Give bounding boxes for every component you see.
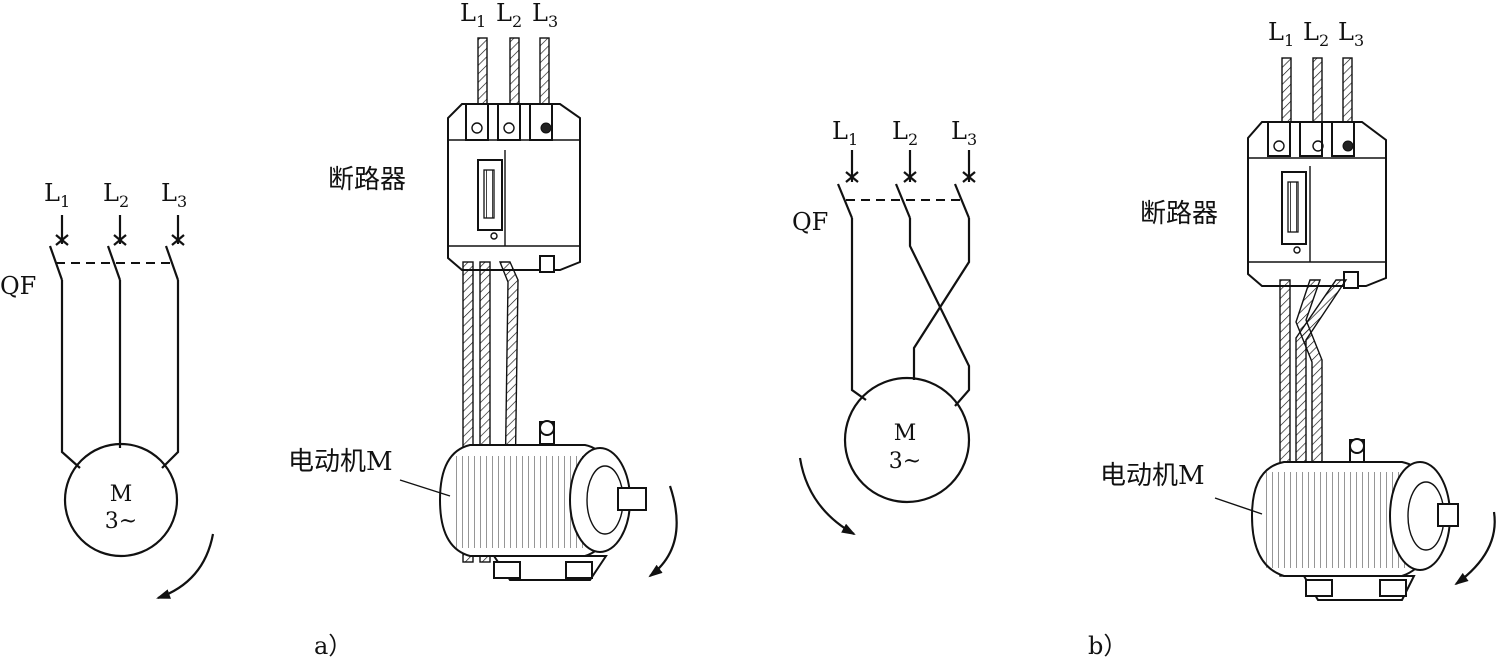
motor-label-b: M xyxy=(894,421,917,446)
drawing-b: L1 L2 L3 断路器 xyxy=(1100,18,1496,601)
label-l1-b: L1 xyxy=(832,117,858,149)
rotation-arrow-drawing-b xyxy=(1454,511,1496,586)
label-l2-b: L2 xyxy=(892,117,918,149)
fixed-contacts-a xyxy=(55,215,185,246)
breaker-blades-a xyxy=(48,245,180,281)
motor-symbol-a: M 3~ xyxy=(63,442,179,558)
drawing-a: L1 L2 L3 断路器 xyxy=(288,0,678,581)
label-l3-a: L3 xyxy=(161,179,187,211)
motor-leader-a xyxy=(399,479,451,497)
drawing-label-l2-a: L2 xyxy=(496,0,522,31)
motor-symbol-b: M 3~ xyxy=(843,376,971,504)
motor-sub-label-b: 3~ xyxy=(889,449,921,474)
qf-label-a: QF xyxy=(0,272,36,300)
motor-sub-label-a: 3~ xyxy=(105,509,137,534)
label-l3-b: L3 xyxy=(951,117,977,149)
motor-leader-b xyxy=(1214,497,1263,515)
breaker-name-a: 断路器 xyxy=(328,165,406,195)
breaker-blades-b xyxy=(836,183,971,219)
rotation-arrow-b xyxy=(798,457,856,535)
rotation-arrow-a xyxy=(156,533,215,600)
motor-label-a: M xyxy=(110,482,133,507)
conductors-a xyxy=(60,280,180,469)
drawing-label-l1-b: L1 xyxy=(1268,18,1294,50)
drawing-label-l1-a: L1 xyxy=(460,0,486,31)
circuit-breaker-b xyxy=(1247,121,1387,289)
drawing-label-l2-b: L2 xyxy=(1303,18,1329,50)
schematic-b: L1 L2 L3 QF M 3~ xyxy=(792,117,977,535)
motor-name-a: 电动机M xyxy=(288,447,393,477)
circuit-breaker-a xyxy=(447,103,581,273)
motor-name-b: 电动机M xyxy=(1100,461,1205,491)
drawing-label-l3-a: L3 xyxy=(532,0,558,31)
qf-label-b: QF xyxy=(792,208,828,236)
schematic-a: L1 L2 L3 QF M 3~ xyxy=(0,179,215,600)
caption-a: a） xyxy=(314,632,352,660)
breaker-name-b: 断路器 xyxy=(1140,199,1218,229)
caption-b: b） xyxy=(1088,632,1127,660)
label-l1-a: L1 xyxy=(44,179,70,211)
drawing-label-l3-b: L3 xyxy=(1338,18,1364,50)
motor-a xyxy=(438,420,647,581)
motor-b xyxy=(1250,438,1459,601)
label-l2-a: L2 xyxy=(103,179,129,211)
rotation-arrow-drawing-a xyxy=(648,485,678,578)
fixed-contacts-b xyxy=(845,150,976,183)
